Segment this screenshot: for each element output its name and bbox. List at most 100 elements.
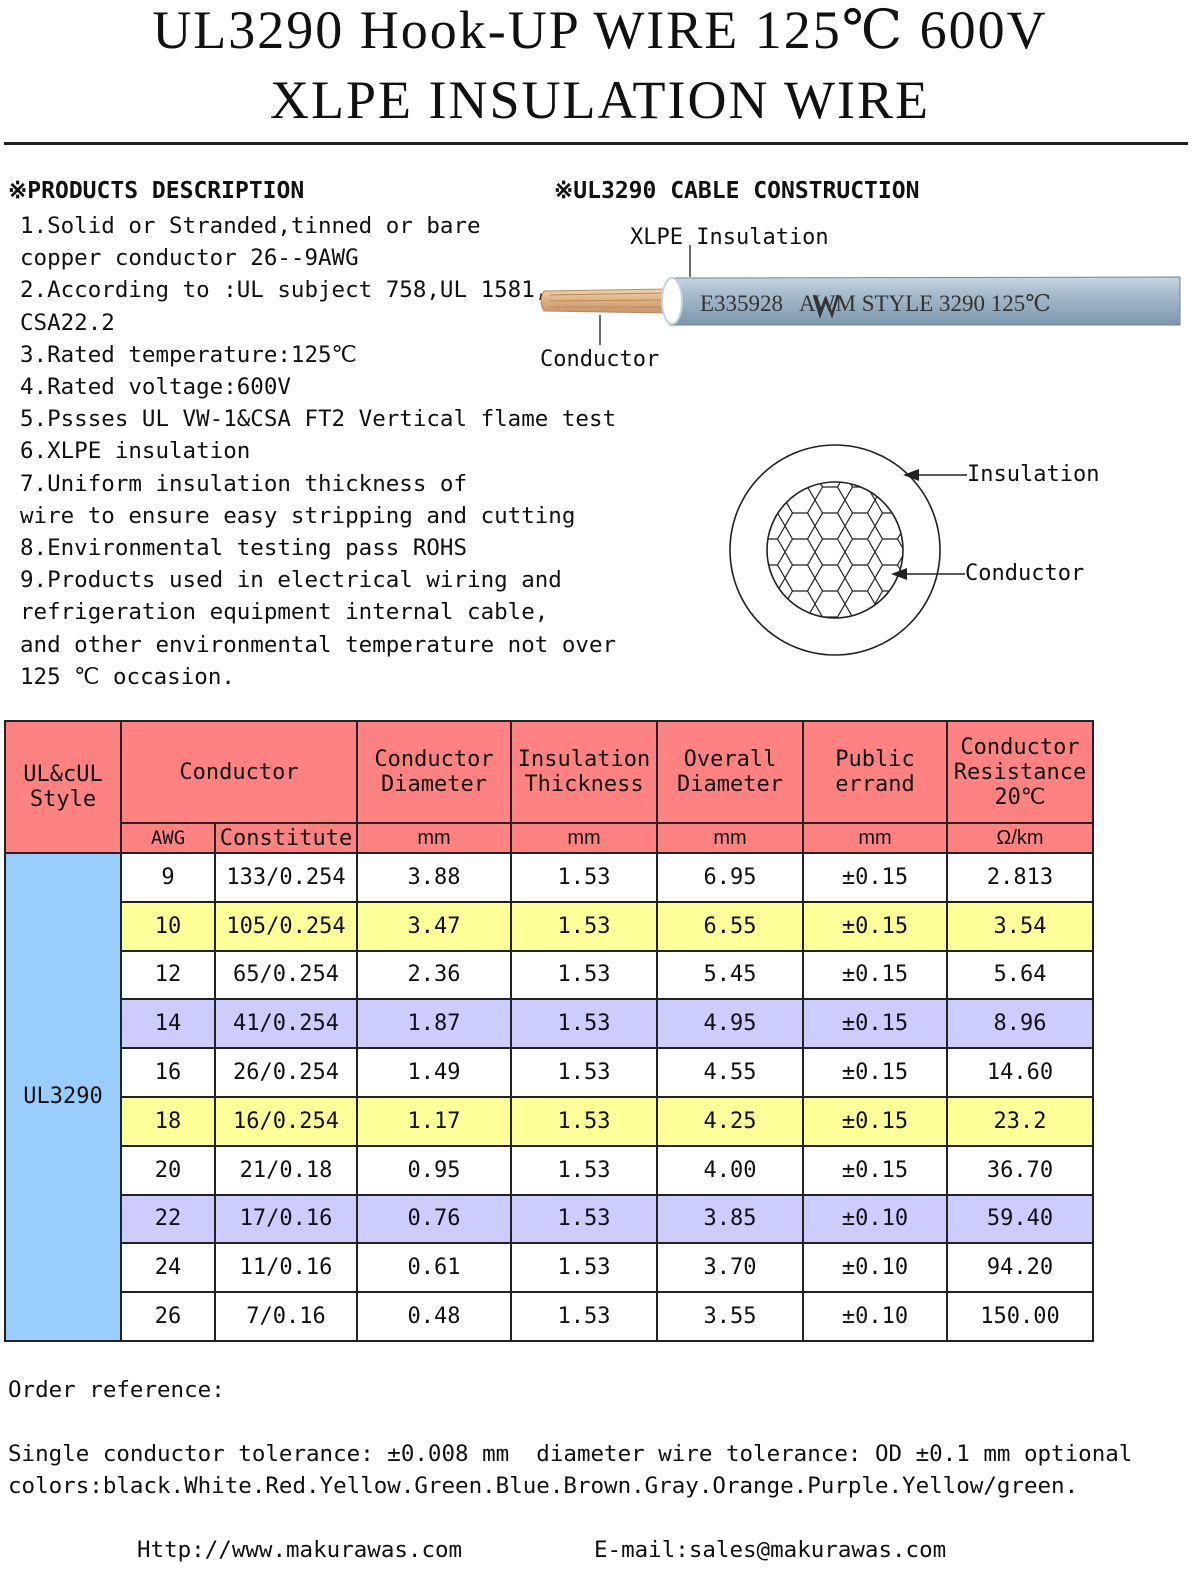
constitute-cell: 65/0.254 (214, 949, 358, 1001)
tolerance-cell: ±0.10 (802, 1242, 948, 1294)
overall-diameter-cell: 4.25 (656, 1095, 804, 1147)
insulation-thickness-cell: 1.53 (510, 900, 658, 952)
title-line-1: UL3290 Hook-UP WIRE 125℃ 600V (152, 0, 1048, 60)
tolerance-cell: ±0.10 (802, 1193, 948, 1245)
constitute-cell: 41/0.254 (214, 998, 358, 1050)
insulation-thickness-cell: 1.53 (510, 1047, 658, 1098)
subheader-unit-ins: mm (510, 822, 658, 854)
title-line-2: XLPE INSULATION WIRE (270, 70, 930, 130)
insulation-thickness-cell: 1.53 (510, 1242, 658, 1294)
wire-print-text: E335928 AWM STYLE 3290 125℃ (700, 291, 1051, 316)
resistance-cell: 36.70 (946, 1144, 1094, 1196)
header-insulation-thickness: Insulation Thickness (510, 720, 658, 824)
header-conductor-diameter: Conductor Diameter (356, 720, 512, 824)
insulation-thickness-cell: 1.53 (510, 1144, 658, 1196)
order-reference: Order reference: (8, 1377, 225, 1403)
resistance-cell: 8.96 (946, 998, 1094, 1050)
conductor-diameter-cell: 0.48 (356, 1291, 512, 1342)
subheader-constitute: Constitute (214, 822, 358, 854)
resistance-cell: 23.2 (946, 1095, 1094, 1147)
awg-cell: 9 (120, 852, 216, 903)
subheader-unit-resistance: Ω/km (946, 822, 1094, 854)
description-line: 3.Rated temperature:125℃ (20, 341, 357, 368)
conductor-diameter-cell: 1.49 (356, 1047, 512, 1098)
conductor-arrow-icon (891, 568, 965, 580)
subheader-awg: AWG (120, 822, 216, 854)
tolerance-cell: ±0.15 (802, 1095, 948, 1147)
awg-cell: 14 (120, 998, 216, 1050)
description-line: 6.XLPE insulation (20, 438, 251, 465)
tolerance-cell: ±0.15 (802, 1047, 948, 1098)
description-line: 4.Rated voltage:600V (20, 374, 291, 401)
title-divider (4, 142, 1188, 145)
conductor-strands-icon (540, 288, 671, 314)
conductor-label: Conductor (540, 347, 660, 372)
resistance-cell: 5.64 (946, 949, 1094, 1001)
header-conductor: Conductor (120, 720, 358, 824)
conductor-diameter-cell: 3.47 (356, 900, 512, 952)
overall-diameter-cell: 6.95 (656, 852, 804, 903)
constitute-cell: 17/0.16 (214, 1193, 358, 1245)
insulation-arrow-icon (903, 469, 967, 481)
description-line: 2.According to :UL subject 758,UL 1581, (20, 277, 549, 304)
overall-diameter-cell: 5.45 (656, 949, 804, 1001)
description-line: copper conductor 26--9AWG (20, 245, 359, 272)
xlpe-insulation-label: XLPE Insulation (630, 225, 829, 250)
insulation-thickness-cell: 1.53 (510, 949, 658, 1001)
overall-diameter-cell: 6.55 (656, 900, 804, 952)
constitute-cell: 21/0.18 (214, 1144, 358, 1196)
conductor-diameter-cell: 0.61 (356, 1242, 512, 1294)
ul-mark-icon (812, 294, 840, 319)
spec-table: UL&cUL Style Conductor Conductor Diamete… (4, 720, 1094, 1342)
wire-side-view (540, 245, 1181, 345)
awg-cell: 10 (120, 900, 216, 952)
description-line: 9.Products used in electrical wiring and (20, 567, 562, 594)
tolerance-cell: ±0.10 (802, 1291, 948, 1342)
awg-cell: 24 (120, 1242, 216, 1294)
header-overall-diameter: Overall Diameter (656, 720, 804, 824)
overall-diameter-cell: 4.00 (656, 1144, 804, 1196)
overall-diameter-cell: 3.55 (656, 1291, 804, 1342)
description-line: 7.Uniform insulation thickness of (20, 470, 468, 497)
resistance-cell: 14.60 (946, 1047, 1094, 1098)
email-link[interactable]: E-mail:sales@makurawas.com (594, 1537, 947, 1563)
insulation-label: Insulation (967, 462, 1100, 487)
description-line: 5.Pssses UL VW-1&CSA FT2 Vertical flame … (20, 406, 617, 433)
constitute-cell: 11/0.16 (214, 1242, 358, 1294)
resistance-cell: 94.20 (946, 1242, 1094, 1294)
table-subheader-row: AWG Constitute mm mm mm mm Ω/km (5, 822, 1094, 854)
awg-cell: 16 (120, 1047, 216, 1098)
insulation-thickness-cell: 1.53 (510, 852, 658, 903)
wire-cross-section (729, 444, 967, 656)
overall-diameter-cell: 3.70 (656, 1242, 804, 1294)
insulation-thickness-cell: 1.53 (510, 1193, 658, 1245)
awg-cell: 12 (120, 949, 216, 1001)
tolerance-cell: ±0.15 (802, 949, 948, 1001)
constitute-cell: 16/0.254 (214, 1095, 358, 1147)
construction-heading: ※UL3290 CABLE CONSTRUCTION (554, 178, 920, 204)
products-description-heading: ※PRODUCTS DESCRIPTION (8, 178, 305, 204)
website-link[interactable]: Http://www.makurawas.com (137, 1537, 463, 1563)
header-public-errand: Public errand (802, 720, 948, 824)
insulation-thickness-cell: 1.53 (510, 1095, 658, 1147)
cross-conductor-label: Conductor (965, 561, 1085, 586)
resistance-cell: 150.00 (946, 1291, 1094, 1342)
tolerance-cell: ±0.15 (802, 900, 948, 952)
header-conductor-resistance: Conductor Resistance 20℃ (946, 720, 1094, 824)
resistance-cell: 59.40 (946, 1193, 1094, 1245)
resistance-cell: 2.813 (946, 852, 1094, 903)
awg-cell: 22 (120, 1193, 216, 1245)
conductor-diameter-cell: 3.88 (356, 852, 512, 903)
wire-jacket (661, 276, 1181, 326)
tolerance-cell: ±0.15 (802, 852, 948, 903)
header-style: UL&cUL Style (4, 720, 122, 854)
description-line: and other environmental temperature not … (20, 631, 617, 658)
